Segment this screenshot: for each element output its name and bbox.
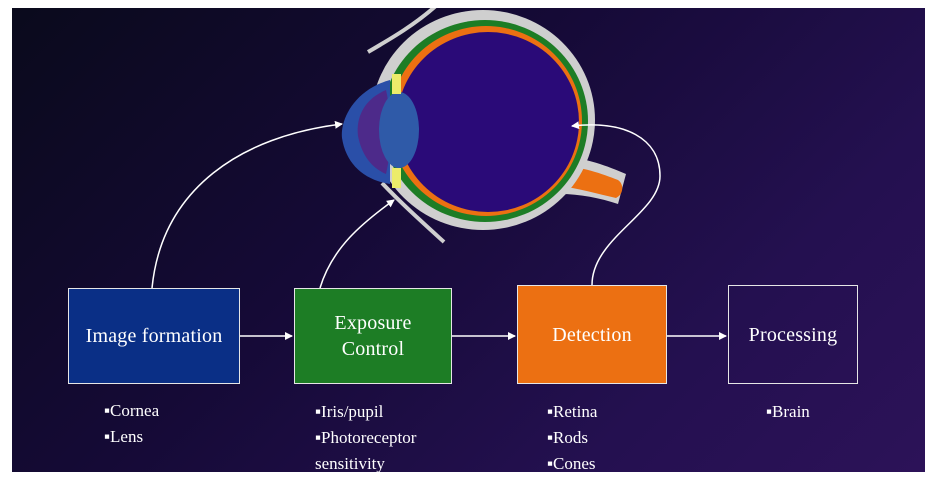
curved-arrow-icon xyxy=(152,124,342,288)
processing-label: Processing xyxy=(749,322,838,348)
iris-upper xyxy=(392,74,401,94)
list-item: ▪Cornea xyxy=(104,398,159,424)
exposure-control-box: Exposure Control xyxy=(294,288,452,384)
processing-list: ▪Brain xyxy=(766,399,810,425)
curved-arrow-icon xyxy=(320,200,394,288)
image-formation-label: Image formation xyxy=(86,323,223,349)
detection-list: ▪Retina ▪Rods ▪Cones xyxy=(547,399,597,472)
list-item: ▪Lens xyxy=(104,424,159,450)
list-item: ▪Photoreceptor xyxy=(315,425,416,451)
exposure-control-label-line2: Control xyxy=(342,336,405,362)
iris-lower xyxy=(392,168,401,188)
exposure-control-label-line1: Exposure xyxy=(334,310,411,336)
detection-label: Detection xyxy=(552,322,632,348)
eye-interior xyxy=(397,32,579,212)
detection-box: Detection xyxy=(517,285,667,384)
list-item: ▪Retina xyxy=(547,399,597,425)
list-item: ▪Rods xyxy=(547,425,597,451)
list-item: sensitivity xyxy=(315,451,416,472)
eye-lens xyxy=(379,92,419,168)
image-formation-list: ▪Cornea ▪Lens xyxy=(104,398,159,450)
slide: Image formation Exposure Control Detecti… xyxy=(12,8,925,472)
image-formation-box: Image formation xyxy=(68,288,240,384)
list-item: ▪Brain xyxy=(766,399,810,425)
exposure-control-list: ▪Iris/pupil ▪Photoreceptor sensitivity xyxy=(315,399,416,472)
list-item: ▪Cones xyxy=(547,451,597,472)
list-item: ▪Iris/pupil xyxy=(315,399,416,425)
processing-box: Processing xyxy=(728,285,858,384)
